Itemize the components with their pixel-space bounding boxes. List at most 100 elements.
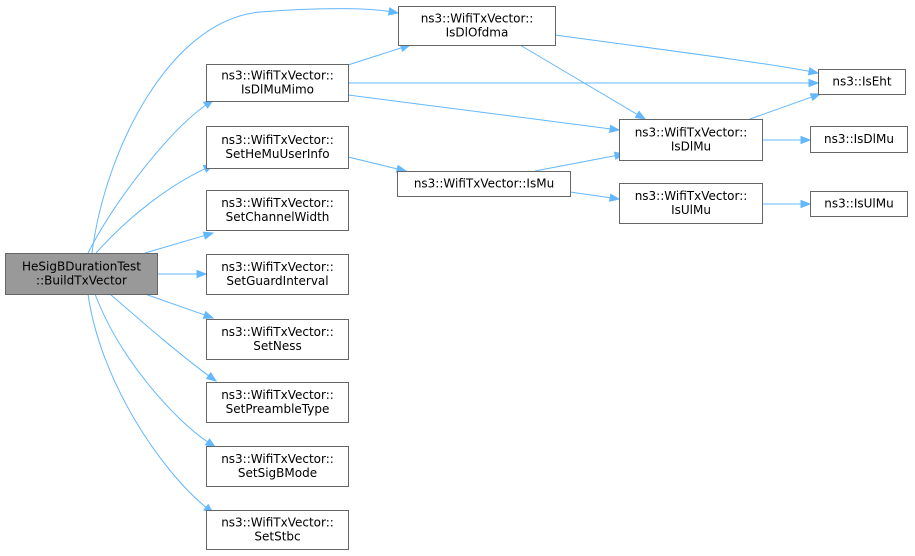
edge-isdlmu-to-isdlmu_free: [762, 135, 812, 145]
node-setstbc[interactable]: ns3::WifiTxVector::SetStbc: [206, 510, 349, 550]
edge-root-to-isdlofdma: [91, 7, 400, 254]
node-sethemuuserinfo[interactable]: ns3::WifiTxVector::SetHeMuUserInfo: [206, 126, 349, 169]
node-box[interactable]: [206, 126, 349, 169]
node-label: ns3::WifiTxVector::: [221, 516, 334, 530]
edge-line: [749, 96, 813, 120]
node-box[interactable]: [810, 191, 908, 217]
node-label: SetStbc: [254, 530, 300, 544]
arrow-head-icon: [196, 269, 208, 279]
edge-isdlofdma-to-isdlmu: [519, 44, 647, 120]
node-box[interactable]: [206, 446, 349, 487]
node-setguardinterval[interactable]: ns3::WifiTxVector::SetGuardInterval: [206, 254, 349, 295]
arrow-head-icon: [800, 135, 812, 145]
node-isdlmu[interactable]: ns3::WifiTxVector::IsDlMu: [619, 119, 763, 161]
node-label: SetPreambleType: [226, 402, 330, 416]
edge-line: [94, 293, 209, 443]
node-iseht[interactable]: ns3::IsEht: [818, 69, 906, 95]
arrow-head-icon: [808, 78, 820, 88]
edge-line: [109, 293, 210, 377]
node-label: ns3::WifiTxVector::: [635, 126, 748, 140]
node-label: SetSigBMode: [238, 466, 317, 480]
node-isulmu_free[interactable]: ns3::IsUlMu: [810, 191, 908, 217]
node-isulmu[interactable]: ns3::WifiTxVector::IsUlMu: [619, 183, 763, 224]
node-root[interactable]: HeSigBDurationTest::BuildTxVector: [5, 253, 158, 295]
node-label: ns3::WifiTxVector::IsMu: [414, 177, 554, 191]
arrow-head-icon: [608, 193, 621, 202]
node-box[interactable]: [810, 126, 908, 153]
node-box[interactable]: [818, 69, 906, 95]
node-box[interactable]: [206, 382, 349, 423]
node-label: ns3::WifiTxVector::: [635, 189, 748, 203]
edge-isdlmumimo-to-iseht: [348, 78, 820, 88]
edge-line: [95, 167, 206, 254]
edge-root-to-setpreambletype: [109, 293, 218, 382]
edge-line: [144, 234, 206, 254]
node-label: ns3::WifiTxVector::: [221, 388, 334, 402]
edges-layer: [87, 7, 822, 514]
edge-ismu-to-isulmu: [569, 191, 621, 202]
arrow-head-icon: [205, 372, 218, 382]
node-isdlofdma[interactable]: ns3::WifiTxVector::IsDlOfdma: [398, 6, 556, 46]
edge-isdlmumimo-to-isdlmu: [347, 94, 621, 133]
node-label: ns3::WifiTxVector::: [221, 260, 334, 274]
edge-isdlmu-to-iseht: [749, 93, 822, 120]
node-box[interactable]: [206, 64, 349, 102]
arrow-head-icon: [202, 310, 215, 319]
node-label: SetHeMuUserInfo: [225, 147, 329, 161]
arrow-head-icon: [387, 7, 400, 16]
node-box[interactable]: [206, 319, 349, 360]
arrow-head-icon: [634, 110, 647, 120]
node-box[interactable]: [397, 171, 571, 197]
node-box[interactable]: [206, 254, 349, 295]
edge-line: [91, 8, 391, 254]
node-label: HeSigBDurationTest: [22, 260, 141, 274]
node-label: ::BuildTxVector: [36, 274, 127, 288]
node-label: ns3::WifiTxVector::: [221, 196, 334, 210]
edge-line: [534, 155, 617, 172]
node-label: ns3::IsUlMu: [824, 197, 893, 211]
edge-ismu-to-isdlmu: [534, 151, 626, 172]
node-label: ns3::WifiTxVector::: [221, 325, 334, 339]
edge-root-to-isdlmumimo: [87, 99, 215, 254]
node-setsigbmode[interactable]: ns3::WifiTxVector::SetSigBMode: [206, 446, 349, 487]
node-label: ns3::WifiTxVector::: [221, 133, 334, 147]
nodes-layer: HeSigBDurationTest::BuildTxVectorns3::Wi…: [5, 6, 908, 550]
edge-root-to-setstbc: [87, 293, 215, 514]
edge-isdlofdma-to-iseht: [554, 34, 820, 76]
node-box[interactable]: [206, 510, 349, 550]
arrow-head-icon: [609, 124, 621, 133]
edge-line: [519, 44, 639, 116]
node-setchannelwidth[interactable]: ns3::WifiTxVector::SetChannelWidth: [206, 190, 349, 231]
arrow-head-icon: [809, 93, 822, 102]
node-label: ns3::IsDlMu: [824, 132, 894, 146]
node-label: IsDlMu: [671, 140, 711, 154]
edge-line: [347, 47, 403, 66]
edge-line: [347, 94, 612, 130]
node-label: SetNess: [253, 339, 302, 353]
node-label: SetGuardInterval: [226, 274, 328, 288]
node-setness[interactable]: ns3::WifiTxVector::SetNess: [206, 319, 349, 360]
edge-isdlmumimo-to-isdlofdma: [347, 43, 412, 66]
node-box[interactable]: [5, 253, 158, 295]
edge-root-to-setsigbmode: [94, 293, 217, 448]
node-setpreambletype[interactable]: ns3::WifiTxVector::SetPreambleType: [206, 382, 349, 423]
edge-isulmu-to-isulmu_free: [762, 199, 812, 209]
node-box[interactable]: [206, 190, 349, 231]
edge-root-to-setness: [144, 293, 215, 319]
arrow-head-icon: [204, 438, 217, 448]
node-box[interactable]: [398, 6, 556, 46]
node-ismu[interactable]: ns3::WifiTxVector::IsMu: [397, 171, 571, 197]
node-label: ns3::WifiTxVector::: [421, 12, 534, 26]
node-box[interactable]: [619, 119, 763, 161]
node-isdlmu_free[interactable]: ns3::IsDlMu: [810, 126, 908, 153]
node-label: IsUlMu: [671, 203, 711, 217]
edge-line: [347, 156, 399, 170]
edge-root-to-setguardinterval: [157, 269, 208, 279]
node-label: ns3::WifiTxVector::: [221, 452, 334, 466]
arrow-head-icon: [800, 199, 812, 209]
node-isdlmumimo[interactable]: ns3::WifiTxVector::IsDlMuMimo: [206, 64, 349, 102]
edge-line: [87, 293, 208, 509]
node-box[interactable]: [619, 183, 763, 224]
node-label: ns3::WifiTxVector::: [221, 69, 334, 83]
